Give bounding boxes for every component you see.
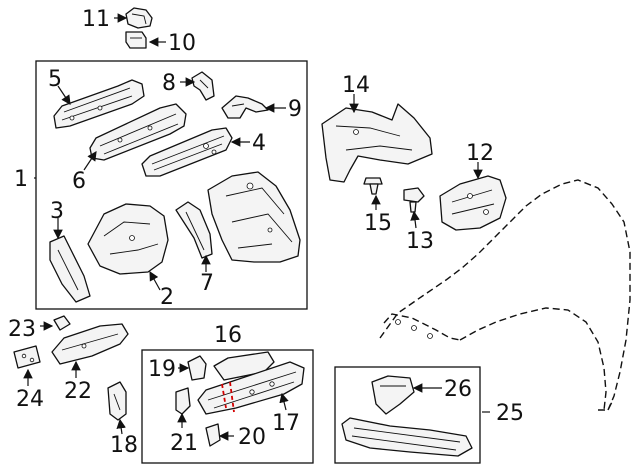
part-5	[53, 79, 145, 129]
part-23	[53, 315, 71, 331]
callout-18: 18	[110, 433, 138, 458]
callout-12: 12	[466, 141, 494, 166]
callout-5: 5	[48, 67, 62, 92]
fender-outline	[379, 179, 631, 411]
callout-23: 23	[8, 317, 36, 342]
callout-9: 9	[288, 97, 302, 122]
callout-8: 8	[162, 71, 176, 96]
callout-3: 3	[50, 199, 64, 224]
part-20	[205, 423, 221, 447]
callout-6: 6	[72, 169, 86, 194]
part-25	[341, 417, 473, 457]
part-26	[371, 375, 415, 415]
callout-17: 17	[272, 411, 300, 436]
callout-1: 1	[14, 167, 28, 192]
callout-13: 13	[406, 229, 434, 254]
callout-4: 4	[252, 131, 266, 156]
callout-25: 25	[496, 401, 524, 426]
part-19	[187, 355, 207, 381]
callout-14: 14	[342, 73, 370, 98]
part-9	[221, 95, 269, 119]
part-21	[175, 387, 191, 415]
callout-11: 11	[82, 7, 110, 32]
part-12	[439, 175, 507, 231]
part-2	[87, 203, 169, 275]
callout-21: 21	[170, 431, 198, 456]
part-1-panel	[207, 171, 301, 263]
part-3	[49, 235, 91, 303]
callout-19: 19	[148, 357, 176, 382]
callout-15: 15	[364, 211, 392, 236]
part-14	[321, 103, 433, 183]
part-7	[175, 201, 213, 259]
callout-10: 10	[168, 31, 196, 56]
part-13	[403, 187, 425, 213]
callout-7: 7	[200, 271, 214, 296]
part-6	[89, 103, 187, 161]
callout-22: 22	[64, 379, 92, 404]
callout-2: 2	[160, 285, 174, 310]
group-box-16	[141, 349, 314, 464]
part-15	[363, 177, 383, 195]
part-11	[125, 7, 153, 29]
part-10	[125, 31, 147, 49]
callout-24: 24	[16, 387, 44, 412]
callout-26: 26	[444, 377, 472, 402]
cut-line	[221, 381, 235, 413]
part-17	[197, 351, 305, 415]
callout-16: 16	[214, 323, 242, 348]
part-22	[51, 323, 129, 365]
part-24	[13, 345, 41, 369]
group-box-25	[334, 366, 481, 464]
callout-20: 20	[238, 425, 266, 450]
part-8	[191, 71, 215, 101]
group-box-1	[35, 60, 308, 310]
part-18	[107, 381, 127, 421]
